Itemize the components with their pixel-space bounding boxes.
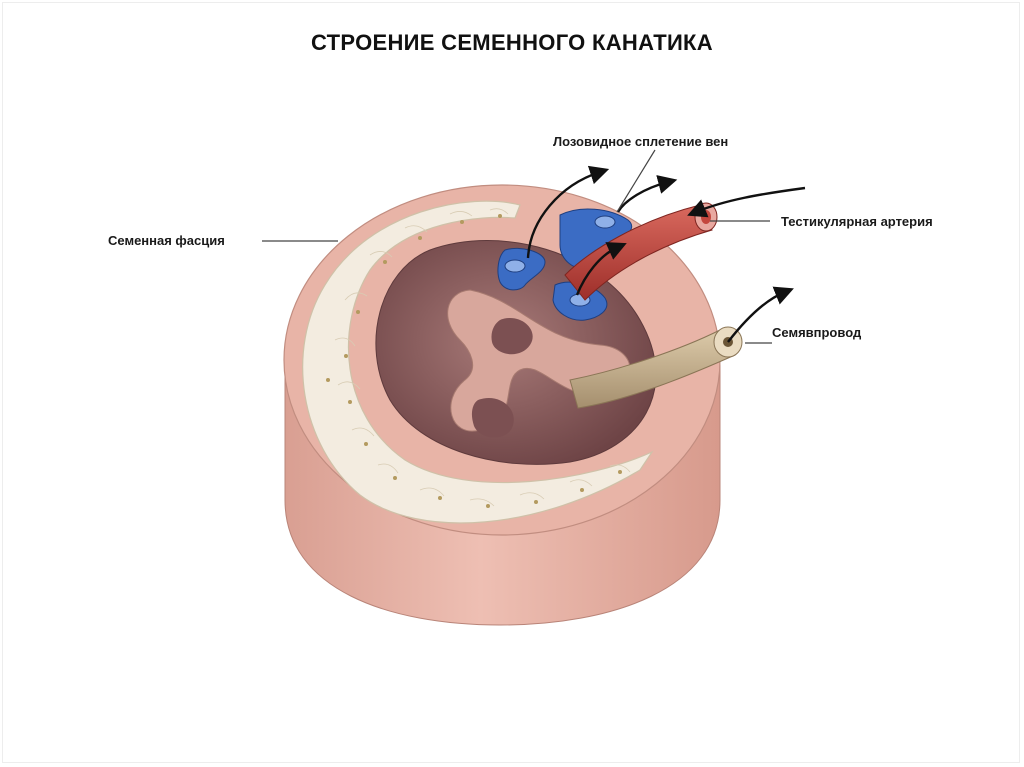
plexus-leader-line (617, 150, 655, 212)
plexus-label: Лозовидное сплетение вен (553, 134, 728, 149)
fascia-label: Семенная фасция (108, 233, 225, 248)
deferens-label: Семявпровод (772, 325, 861, 340)
artery-label: Тестикулярная артерия (781, 214, 933, 229)
